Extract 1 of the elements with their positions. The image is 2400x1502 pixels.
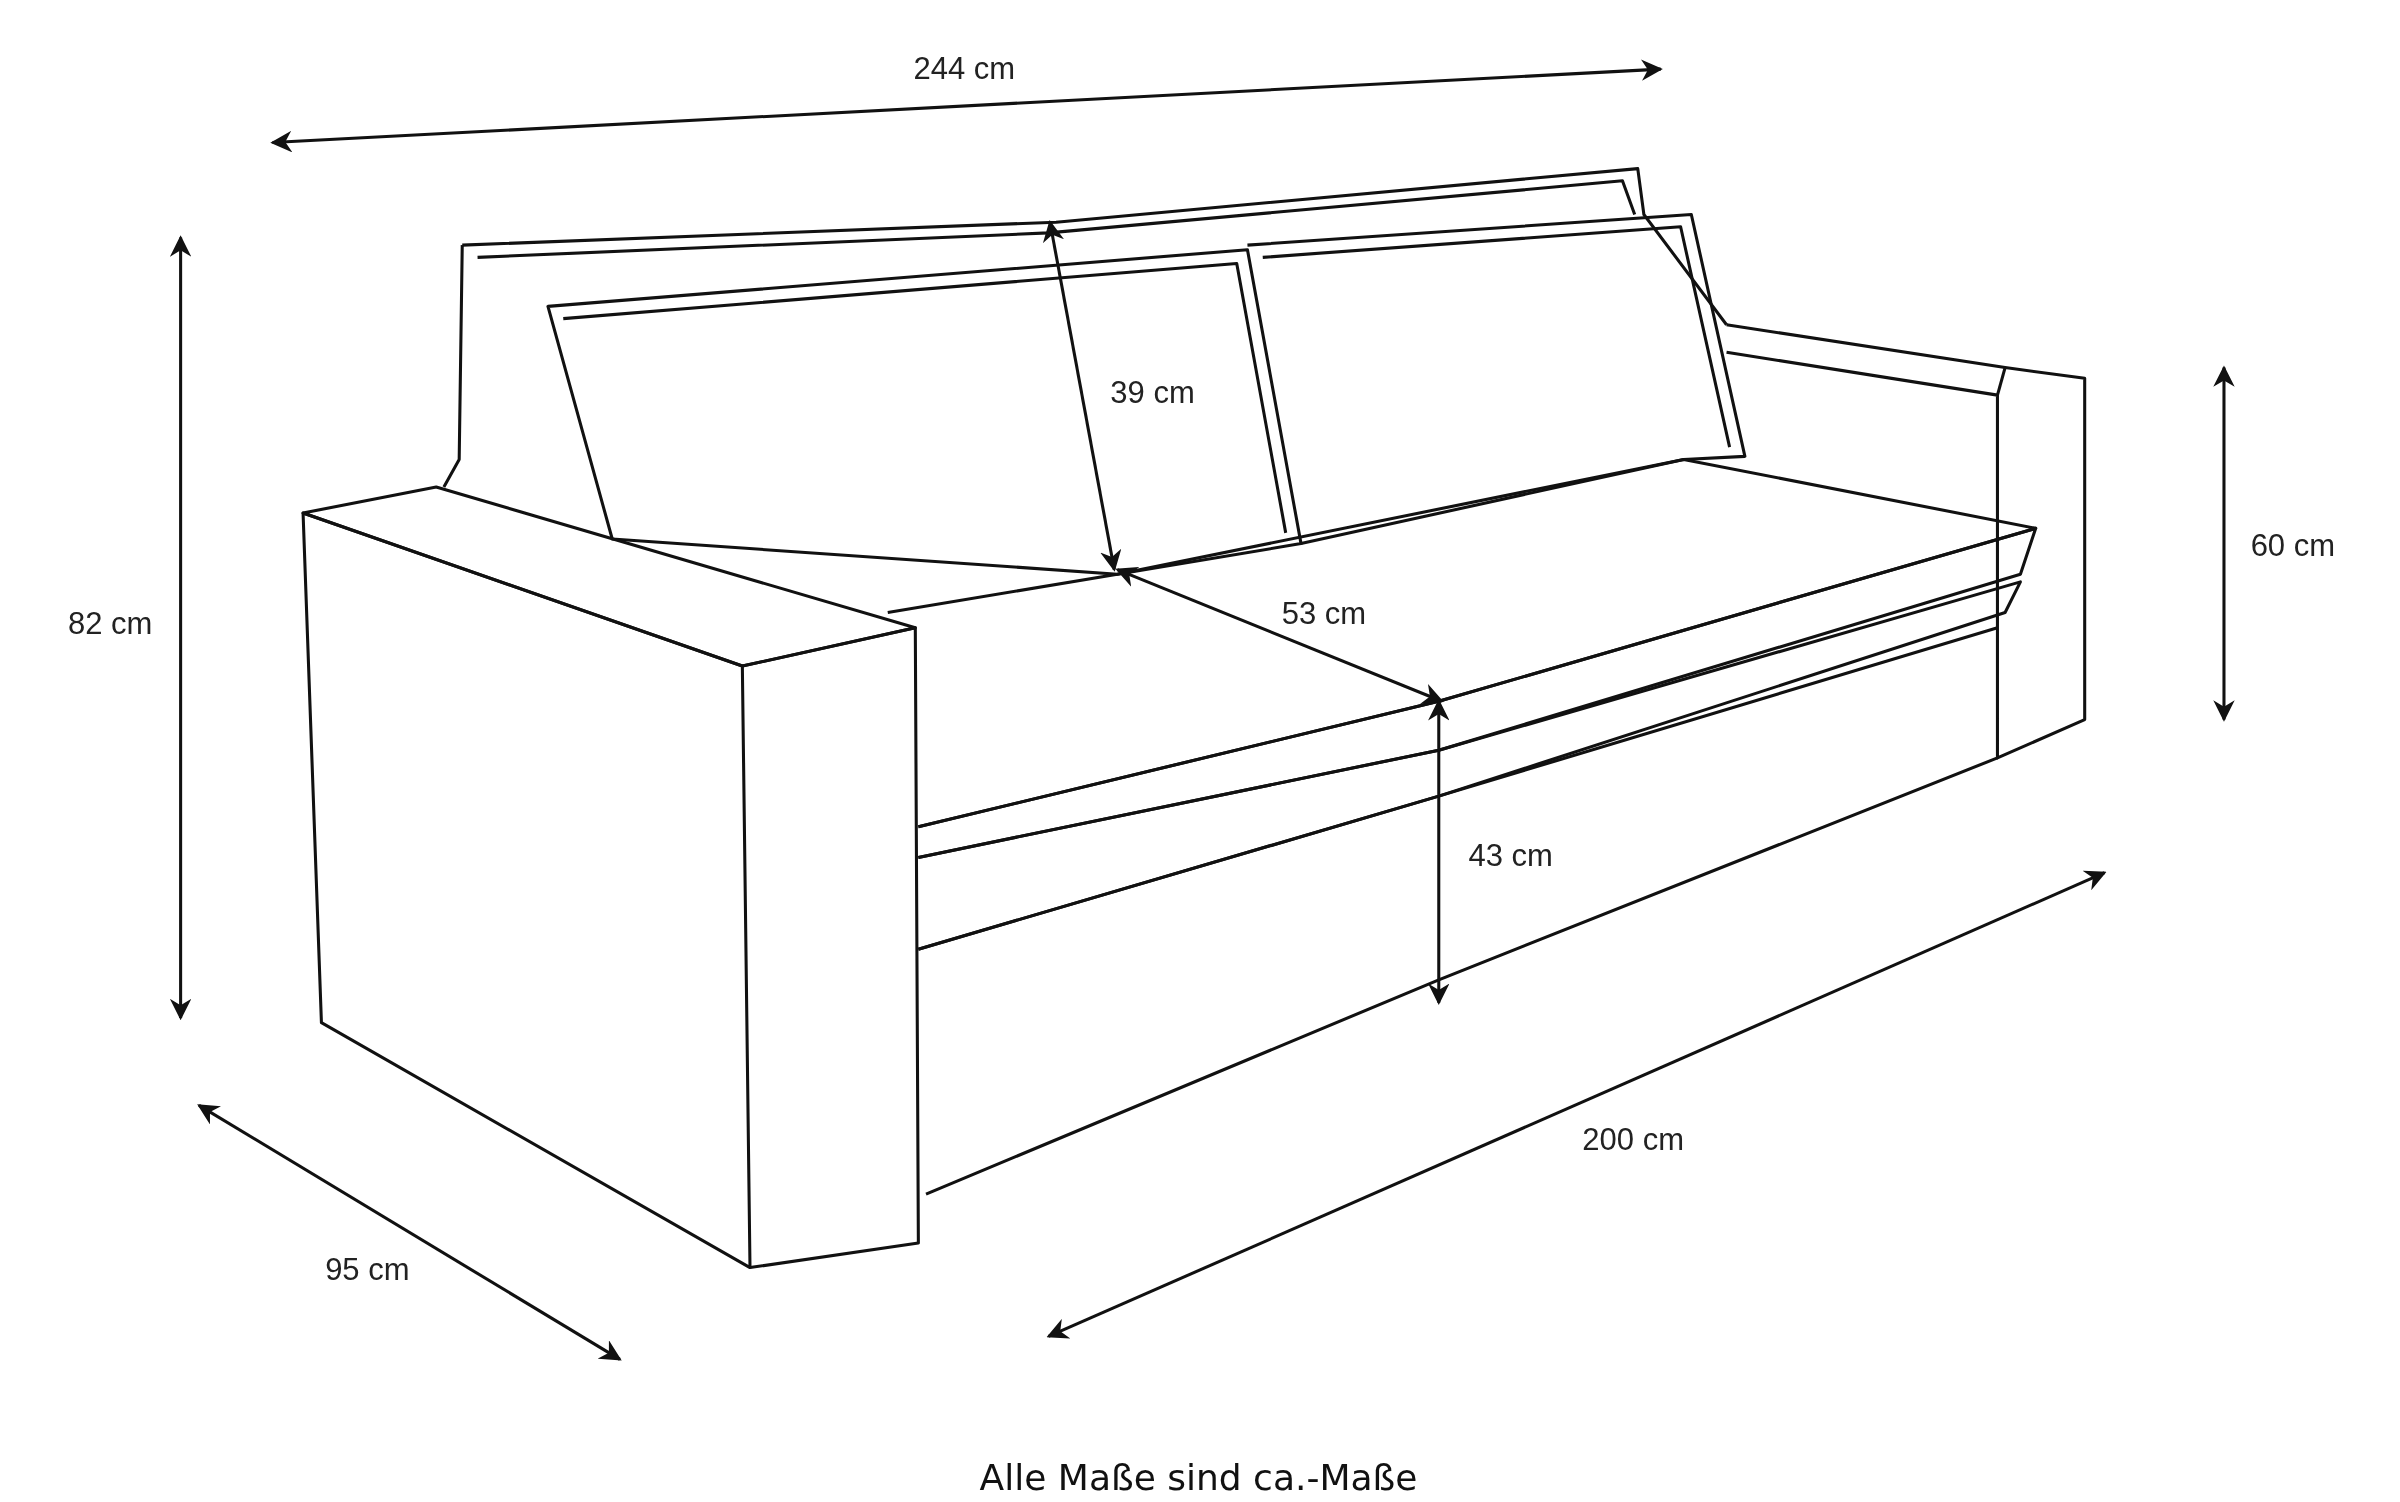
caption: Alle Maße sind ca.-Maße: [979, 1456, 1418, 1498]
